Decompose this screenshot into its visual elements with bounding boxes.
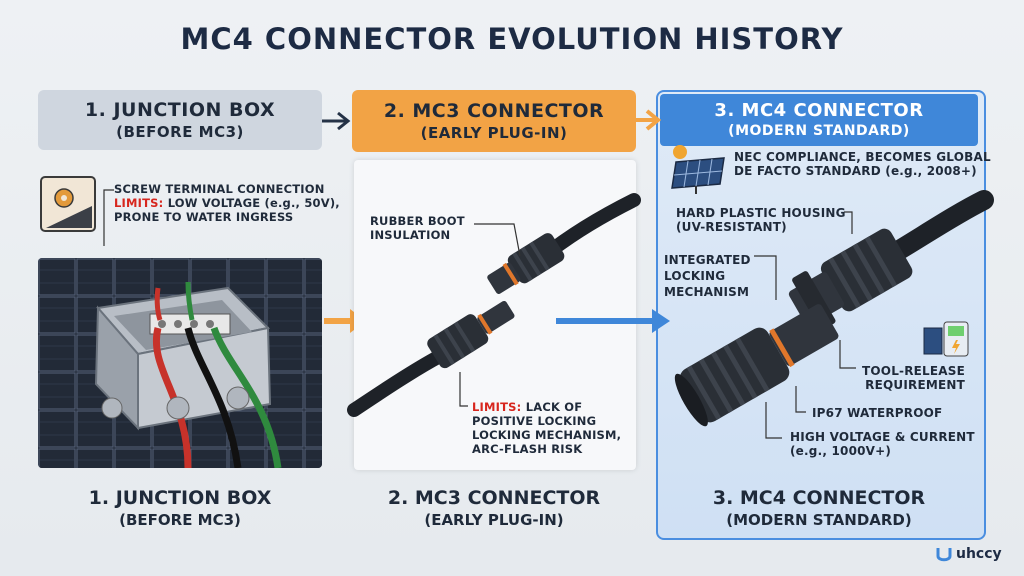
stage-header-title: 1. JUNCTION BOX [84, 99, 276, 121]
stage-footer-title: 3. MC4 CONNECTOR [712, 487, 926, 509]
mc4-lock-note: INTEGRATED LOCKING MECHANISM [664, 252, 751, 300]
mc4-hv-line: (e.g., 1000V+) [790, 444, 892, 458]
arrow-right-icon [632, 109, 662, 131]
arrow-right-icon [556, 309, 670, 333]
stage-footer-mc4: 3. MC4 CONNECTOR (MODERN STANDARD) [660, 486, 978, 530]
limits-label: LIMITS: [114, 196, 164, 210]
mc3-limits-line: ARC-FLASH RISK [472, 442, 583, 456]
stage-header-subtitle: (MODERN STANDARD) [728, 123, 910, 139]
mc4-hv-line: HIGH VOLTAGE & CURRENT [790, 430, 975, 444]
junction-limits-2: PRONE TO WATER INGRESS [114, 210, 294, 224]
junction-limits-1: LOW VOLTAGE (e.g., 50V), [167, 196, 340, 210]
stage-footer-subtitle: (BEFORE MC3) [119, 511, 241, 529]
mc4-lock-line: MECHANISM [664, 285, 750, 299]
callout-line [103, 189, 114, 246]
mc4-housing-line: HARD PLASTIC HOUSING [676, 206, 846, 220]
stage-footer-title: 2. MC3 CONNECTOR [387, 487, 601, 509]
mc4-nec-line: NEC COMPLIANCE, BECOMES GLOBAL [734, 150, 991, 164]
mc3-limits-line: LOCKING MECHANISM, [472, 428, 622, 442]
solar-panel-icon [671, 145, 725, 194]
page-title: MC4 CONNECTOR EVOLUTION HISTORY [180, 22, 844, 56]
stage-header-mc3: 2. MC3 CONNECTOR (EARLY PLUG-IN) [352, 90, 636, 152]
stage-footer-subtitle: (MODERN STANDARD) [726, 511, 912, 529]
mc4-nec-line: DE FACTO STANDARD (e.g., 2008+) [734, 164, 977, 178]
mc3-limits-note: LIMITS: LACK OF POSITIVE LOCKING LOCKING… [472, 400, 621, 456]
mc3-limits-line: POSITIVE LOCKING [472, 414, 597, 428]
stage-header-junction-box: 1. JUNCTION BOX (BEFORE MC3) [38, 90, 322, 150]
mc4-connector-illustration [674, 190, 994, 439]
stage-footer-subtitle: (EARLY PLUG-IN) [424, 511, 564, 529]
limits-label: LIMITS: [472, 400, 522, 414]
stage-footer-title: 1. JUNCTION BOX [88, 487, 272, 509]
junction-notes: SCREW TERMINAL CONNECTION LIMITS: LOW VO… [114, 182, 340, 224]
mc4-lock-line: INTEGRATED [664, 253, 751, 267]
stage-header-mc4: 3. MC4 CONNECTOR (MODERN STANDARD) [660, 94, 978, 146]
mc4-housing-note: HARD PLASTIC HOUSING (UV-RESISTANT) [676, 206, 846, 234]
mc3-boot-line: INSULATION [370, 228, 451, 242]
junction-note-terminal: SCREW TERMINAL CONNECTION [114, 182, 325, 196]
gear-sun-icon [40, 176, 96, 232]
mc3-boot-note: RUBBER BOOT INSULATION [370, 214, 465, 242]
mc3-limits-line: LACK OF [525, 400, 583, 414]
mc4-nec-note: NEC COMPLIANCE, BECOMES GLOBAL DE FACTO … [734, 150, 991, 178]
logo-icon [936, 548, 952, 562]
brand-logo: uhccy [936, 546, 1002, 562]
mc4-hv-note: HIGH VOLTAGE & CURRENT (e.g., 1000V+) [790, 430, 975, 458]
stage-header-title: 3. MC4 CONNECTOR [714, 100, 924, 121]
mc4-tool-line: TOOL-RELEASE [862, 364, 966, 378]
junction-box-illustration [38, 258, 322, 468]
stage-footer-junction-box: 1. JUNCTION BOX (BEFORE MC3) [38, 486, 322, 530]
solar-meter-icon [923, 321, 969, 357]
mc4-tool-line: REQUIREMENT [865, 378, 966, 392]
arrow-right-icon [322, 111, 351, 131]
mc4-tool-note: TOOL-RELEASE REQUIREMENT [862, 364, 965, 392]
mc3-boot-line: RUBBER BOOT [370, 214, 465, 228]
mc3-connector-illustration [347, 193, 641, 417]
stage-header-subtitle: (EARLY PLUG-IN) [420, 124, 568, 142]
stage-footer-mc3: 2. MC3 CONNECTOR (EARLY PLUG-IN) [352, 486, 636, 530]
mc4-ip67-note: IP67 WATERPROOF [812, 406, 943, 420]
mc4-lock-line: LOCKING [664, 269, 726, 283]
stage-header-subtitle: (BEFORE MC3) [116, 123, 244, 141]
brand-name: uhccy [956, 546, 1002, 562]
mc4-housing-line: (UV-RESISTANT) [676, 220, 787, 234]
stage-header-title: 2. MC3 CONNECTOR [383, 100, 605, 122]
